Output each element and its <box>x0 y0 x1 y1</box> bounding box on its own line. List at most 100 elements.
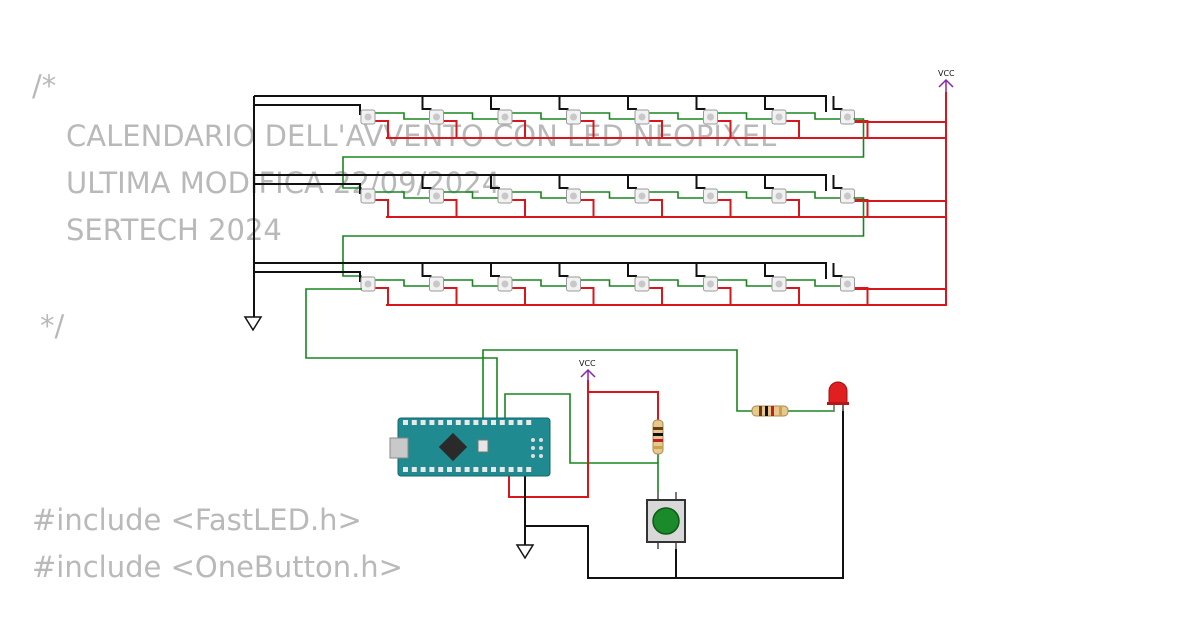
led-data-chain <box>785 112 842 120</box>
led-data-chain <box>579 112 636 120</box>
led-power-tap <box>579 199 595 217</box>
led-power-tap <box>511 120 526 138</box>
neopixel-led[interactable] <box>360 188 376 204</box>
led-power-tap <box>579 287 595 305</box>
led-ground-tap <box>558 96 569 110</box>
led-power-tap <box>374 120 389 138</box>
led-power-tap <box>511 199 526 217</box>
led-ground-tap <box>421 96 432 110</box>
arduino-nano-board[interactable] <box>389 417 551 477</box>
neopixel-led[interactable] <box>771 188 787 204</box>
push-button[interactable] <box>646 492 686 549</box>
led-power-tap <box>579 120 595 138</box>
led-ground-tap <box>627 175 637 189</box>
row-data-link <box>342 118 865 189</box>
neopixel-led[interactable] <box>703 109 718 125</box>
ground-symbol-arduino <box>515 544 535 560</box>
led-data-chain <box>716 191 773 199</box>
led-power-tap <box>853 120 869 138</box>
led-ground-tap <box>695 96 706 110</box>
ground-symbol-strip <box>243 316 263 332</box>
arduino-pin-header-bottom <box>403 467 532 472</box>
led-data-chain <box>785 191 842 199</box>
row-ground-bus <box>254 271 361 282</box>
neopixel-led[interactable] <box>840 276 855 292</box>
led-data-chain <box>648 279 705 287</box>
led-power-tap <box>648 120 663 138</box>
vcc-mid-label: VCC <box>579 359 596 368</box>
neopixel-led[interactable] <box>429 188 444 204</box>
led-power-tap <box>785 199 800 217</box>
arduino-pin-header-top <box>403 420 532 425</box>
neopixel-led[interactable] <box>634 276 650 292</box>
led-power-tap <box>648 287 663 305</box>
button-cap-icon[interactable] <box>652 507 680 535</box>
vcc-mid-symbol: VCC <box>579 359 596 382</box>
vcc-top-label: VCC <box>938 69 955 78</box>
neopixel-led[interactable] <box>566 276 581 292</box>
vcc-top-symbol: VCC <box>938 69 955 92</box>
led-power-tap <box>374 287 389 305</box>
neopixel-led[interactable] <box>840 188 855 204</box>
led-ground-tap <box>832 175 843 189</box>
neopixel-led[interactable] <box>634 188 650 204</box>
neopixel-led[interactable] <box>566 109 581 125</box>
row-ground-bus <box>254 104 361 115</box>
row-data-link <box>342 197 865 277</box>
led-ground-tap <box>695 175 706 189</box>
led-data-chain <box>442 112 499 120</box>
neopixel-led[interactable] <box>703 276 718 292</box>
led-ground-tap <box>764 175 774 189</box>
row-ground-bus <box>254 95 827 112</box>
neopixel-led[interactable] <box>566 188 581 204</box>
led-ground-tap <box>627 96 637 110</box>
led-data-chain <box>511 279 568 287</box>
neopixel-led[interactable] <box>840 109 855 125</box>
led-ground-tap <box>764 263 774 277</box>
led-ground-tap <box>421 175 432 189</box>
led-ground-tap <box>627 263 637 277</box>
led-ground-tap <box>558 263 569 277</box>
led-data-chain <box>374 112 431 120</box>
neopixel-led[interactable] <box>771 276 787 292</box>
row-ground-bus <box>254 262 827 279</box>
neopixel-led[interactable] <box>360 109 376 125</box>
led-ground-tap <box>490 175 500 189</box>
led-ground-tap <box>832 96 843 110</box>
button-signal-wire <box>504 393 659 500</box>
neopixel-led[interactable] <box>429 276 444 292</box>
neopixel-led[interactable] <box>497 188 513 204</box>
neopixel-led[interactable] <box>497 276 513 292</box>
pullup-resistor[interactable] <box>652 419 664 455</box>
neopixel-led[interactable] <box>771 109 787 125</box>
neopixel-led[interactable] <box>703 188 718 204</box>
led-data-chain <box>648 191 705 199</box>
led-ground-tap <box>695 263 706 277</box>
led-ground-tap <box>490 263 500 277</box>
led-power-tap <box>511 287 526 305</box>
led-power-tap <box>374 199 389 217</box>
led-data-chain <box>511 112 568 120</box>
led-data-chain <box>716 112 773 120</box>
led-data-chain <box>374 279 431 287</box>
led-power-tap <box>442 120 458 138</box>
led-data-chain <box>442 279 499 287</box>
led-power-tap <box>785 120 800 138</box>
neopixel-led[interactable] <box>360 276 376 292</box>
led-power-tap <box>648 199 663 217</box>
indicator-resistor[interactable] <box>751 405 789 417</box>
icsp-header <box>531 438 543 458</box>
led-data-chain <box>579 191 636 199</box>
led-data-chain <box>785 279 842 287</box>
neopixel-led[interactable] <box>429 109 444 125</box>
vcc-mid-wire <box>508 380 589 498</box>
data-wire-indicator <box>482 349 752 420</box>
led-ground-tap <box>764 96 774 110</box>
neopixel-led[interactable] <box>497 109 513 125</box>
row-ground-bus <box>254 174 827 191</box>
ground-wire-button <box>524 404 844 579</box>
indicator-led[interactable] <box>827 381 849 411</box>
led-power-tap <box>442 287 458 305</box>
neopixel-led[interactable] <box>634 109 650 125</box>
